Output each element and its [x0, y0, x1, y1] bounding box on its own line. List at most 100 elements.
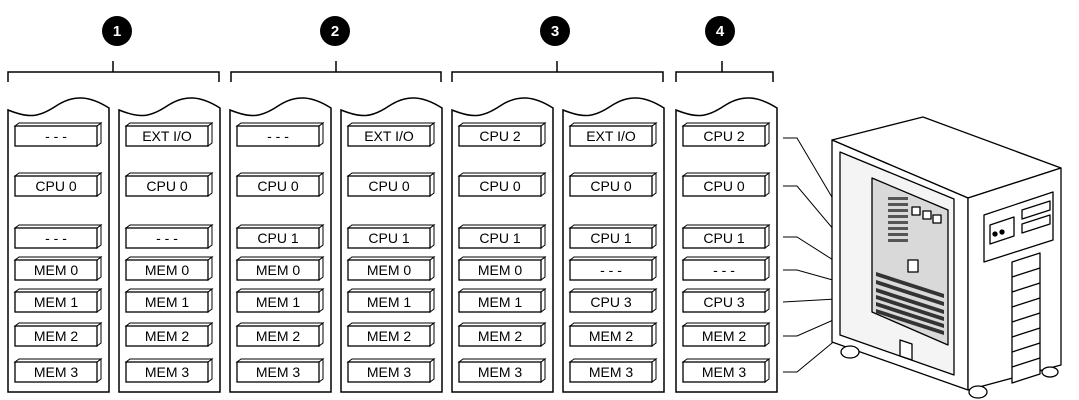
slot-text: CPU 0 — [368, 178, 409, 194]
slot-label: MEM 1 — [235, 288, 325, 313]
slot-label: MEM 2 — [124, 322, 214, 347]
slot-text: MEM 1 — [34, 294, 79, 310]
slot-text: CPU 1 — [368, 230, 409, 246]
slot-text: MEM 0 — [367, 262, 412, 278]
slot-text: MEM 0 — [145, 262, 190, 278]
slot-label: CPU 0 — [568, 172, 658, 197]
slot-text: MEM 2 — [256, 328, 301, 344]
slot-text: CPU 0 — [479, 178, 520, 194]
slot-text: CPU 1 — [479, 230, 520, 246]
slot-label: CPU 1 — [681, 224, 771, 249]
slot-label: MEM 2 — [457, 322, 547, 347]
slot-label: MEM 1 — [124, 288, 214, 313]
config-badge-2: 2 — [320, 16, 350, 46]
slot-label: CPU 1 — [235, 224, 325, 249]
slot-card: EXT I/O CPU 0 - - - MEM 0 MEM 1 MEM 2 MEM 3 — [118, 97, 221, 393]
slot-card: - - - CPU 0 - - - MEM 0 MEM 1 MEM 2 MEM 3 — [7, 97, 110, 393]
slot-label: MEM 0 — [235, 256, 325, 281]
slot-text: CPU 1 — [590, 230, 631, 246]
config-number: 4 — [716, 23, 725, 40]
slot-text: MEM 3 — [478, 364, 523, 380]
config-badge-1: 1 — [102, 16, 132, 46]
slot-label: MEM 3 — [235, 358, 325, 383]
slot-label: CPU 0 — [346, 172, 436, 197]
slot-text: - - - — [45, 128, 67, 144]
slot-text: MEM 3 — [589, 364, 634, 380]
slot-text: - - - — [267, 128, 289, 144]
slot-text: EXT I/O — [586, 128, 636, 144]
slot-text: EXT I/O — [364, 128, 414, 144]
slot-card: - - - CPU 0 CPU 1 MEM 0 MEM 1 MEM 2 MEM 3 — [229, 97, 332, 393]
group-bracket-2 — [230, 61, 442, 82]
slot-label: - - - — [235, 122, 325, 147]
slot-label: CPU 2 — [681, 122, 771, 147]
slot-label: MEM 0 — [457, 256, 547, 281]
slot-text: EXT I/O — [142, 128, 192, 144]
config-badge-4: 4 — [705, 16, 735, 46]
slot-label: MEM 3 — [13, 358, 103, 383]
slot-label: MEM 2 — [681, 322, 771, 347]
slot-label: CPU 1 — [568, 224, 658, 249]
slot-text: MEM 0 — [34, 262, 79, 278]
slot-text: CPU 0 — [35, 178, 76, 194]
slot-text: - - - — [45, 230, 67, 246]
slot-label: EXT I/O — [124, 122, 214, 147]
slot-card: CPU 2 CPU 0 CPU 1 - - - CPU 3 MEM 2 MEM 3 — [675, 97, 778, 393]
slot-label: CPU 3 — [681, 288, 771, 313]
slot-text: CPU 1 — [257, 230, 298, 246]
slot-label: MEM 0 — [13, 256, 103, 281]
slot-label: - - - — [568, 256, 658, 281]
slot-text: MEM 2 — [34, 328, 79, 344]
slot-label: CPU 0 — [13, 172, 103, 197]
slot-label: - - - — [13, 224, 103, 249]
config-number: 3 — [551, 23, 559, 40]
slot-label: - - - — [13, 122, 103, 147]
slot-text: MEM 0 — [478, 262, 523, 278]
group-bracket-3 — [451, 61, 664, 82]
slot-text: MEM 2 — [367, 328, 412, 344]
slot-text: MEM 0 — [256, 262, 301, 278]
slot-text: CPU 3 — [703, 294, 744, 310]
config-badge-3: 3 — [540, 16, 570, 46]
slot-text: CPU 0 — [703, 178, 744, 194]
slot-text: MEM 1 — [367, 294, 412, 310]
server-chassis-illustration — [831, 116, 1062, 399]
slot-label: CPU 0 — [124, 172, 214, 197]
slot-text: CPU 2 — [703, 128, 744, 144]
slot-text: MEM 2 — [478, 328, 523, 344]
slot-text: MEM 1 — [256, 294, 301, 310]
slot-label: CPU 0 — [235, 172, 325, 197]
slot-label: MEM 1 — [13, 288, 103, 313]
slot-text: - - - — [713, 262, 735, 278]
slot-text: CPU 2 — [479, 128, 520, 144]
config-number: 1 — [113, 23, 121, 40]
slot-text: - - - — [600, 262, 622, 278]
slot-label: MEM 2 — [235, 322, 325, 347]
slot-label: MEM 3 — [457, 358, 547, 383]
slot-label: MEM 3 — [681, 358, 771, 383]
slot-label: CPU 1 — [457, 224, 547, 249]
slot-label: EXT I/O — [568, 122, 658, 147]
slot-text: - - - — [156, 230, 178, 246]
slot-text: MEM 3 — [34, 364, 79, 380]
slot-label: CPU 3 — [568, 288, 658, 313]
slot-label: MEM 3 — [568, 358, 658, 383]
slot-label: EXT I/O — [346, 122, 436, 147]
slot-text: CPU 0 — [146, 178, 187, 194]
slot-label: MEM 2 — [346, 322, 436, 347]
slot-label: MEM 0 — [124, 256, 214, 281]
slot-label: - - - — [681, 256, 771, 281]
slot-label: MEM 2 — [568, 322, 658, 347]
slot-text: CPU 0 — [257, 178, 298, 194]
slot-label: MEM 0 — [346, 256, 436, 281]
slot-card: EXT I/O CPU 0 CPU 1 - - - CPU 3 MEM 2 MEM 3 — [562, 97, 665, 393]
slot-text: MEM 3 — [702, 364, 747, 380]
slot-label: - - - — [124, 224, 214, 249]
slot-label: MEM 3 — [346, 358, 436, 383]
slot-label: CPU 0 — [681, 172, 771, 197]
slot-text: MEM 2 — [702, 328, 747, 344]
slot-label: CPU 2 — [457, 122, 547, 147]
slot-label: MEM 3 — [124, 358, 214, 383]
